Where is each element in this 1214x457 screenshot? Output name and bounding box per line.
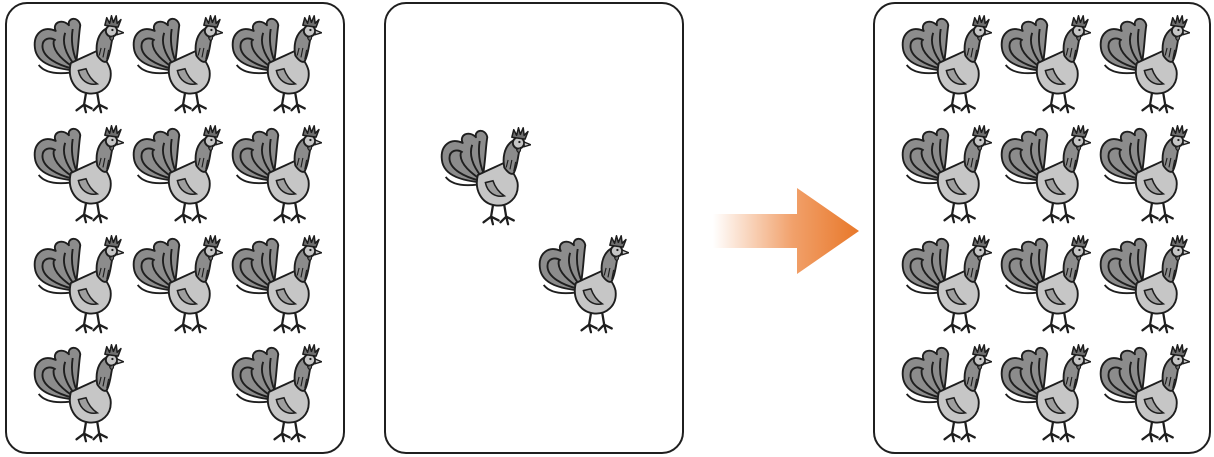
rooster-icon — [534, 232, 629, 336]
middle-panel — [384, 2, 684, 454]
rooster-icon — [897, 341, 992, 445]
rooster-icon — [128, 232, 223, 336]
rooster-icon — [29, 122, 124, 226]
rooster-icon — [1095, 122, 1190, 226]
rooster-icon — [1095, 12, 1190, 116]
rooster-icon — [29, 12, 124, 116]
right-panel — [873, 2, 1211, 454]
rooster-icon — [996, 232, 1091, 336]
rooster-icon — [996, 12, 1091, 116]
rooster-icon — [1095, 341, 1190, 445]
rooster-icon — [227, 232, 322, 336]
rooster-icon — [128, 122, 223, 226]
rooster-icon — [227, 12, 322, 116]
rooster-icon — [436, 124, 531, 228]
rooster-icon — [128, 12, 223, 116]
rooster-icon — [29, 232, 124, 336]
rooster-icon — [29, 341, 124, 445]
rooster-icon — [897, 232, 992, 336]
rooster-icon — [996, 341, 1091, 445]
rooster-icon — [1095, 232, 1190, 336]
rooster-icon — [227, 122, 322, 226]
right-arrow-icon — [713, 188, 859, 274]
rooster-icon — [996, 122, 1091, 226]
left-panel — [5, 2, 345, 454]
rooster-icon — [897, 122, 992, 226]
rooster-icon — [897, 12, 992, 116]
rooster-icon — [227, 341, 322, 445]
